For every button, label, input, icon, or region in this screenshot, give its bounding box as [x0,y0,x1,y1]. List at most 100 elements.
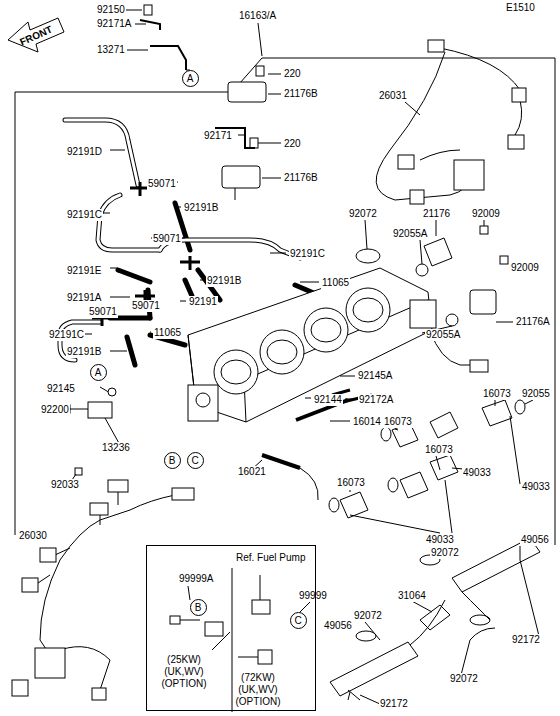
leader-line [238,74,281,178]
callout-number: 92191B [206,275,242,287]
callout-number: 49056 [520,534,550,546]
callout-number: 92191A [66,292,102,304]
bracket [140,5,190,70]
callout-number: 92072 [348,208,378,220]
callout-number: 92191C [66,209,103,221]
callout-number: 49056 [323,620,353,632]
callout-number: 92072 [353,610,383,622]
callout-number: 92055A [425,329,461,341]
callout-number: 92191E [66,265,102,277]
callout-number: 92171 [203,130,233,142]
callout-number: 92150 [96,4,126,16]
reference-circle: C [187,452,204,469]
callout-number: 21176B [283,88,319,100]
reference-circle: B [190,599,207,616]
callout-number: 92072 [449,673,479,685]
reference-letter: B [169,455,176,466]
throttle-sensor [356,226,508,326]
leader-line [365,220,513,333]
callout-number: 92191B [66,346,102,358]
leader-line [405,102,420,115]
reference-letter: A [187,73,194,84]
reference-circle: B [164,452,181,469]
wire-harness [376,40,526,204]
inset-title: Ref. Fuel Pump [235,552,306,563]
reference-circle: C [290,612,307,629]
option-note: (25KW) (UK,WV) (OPTION) [155,654,213,690]
inset-box: Ref. Fuel PumpB C [146,545,316,711]
callout-number: 92055 [521,388,551,400]
callout-number: 11065 [321,277,350,289]
callout-number: 92191 [188,296,218,308]
callout-number: 26031 [378,90,408,102]
callout-number: 92055A [392,228,428,240]
throttle-body [188,268,436,500]
callout-number: 59071 [131,300,161,312]
clamp [356,631,376,641]
callout-number: 16014 [352,416,382,428]
leader-line [350,400,533,533]
callout-number: 92145 [46,383,76,395]
callout-number: 92171A [96,18,132,30]
small-part [62,388,116,475]
option-note: (72KW) (UK,WV) (OPTION) [229,672,287,708]
callout-number: 21176A [515,316,551,328]
callout-number: 59071 [88,306,118,318]
callout-number: 92072 [430,547,460,559]
callout-number: 92172A [358,394,394,406]
callout-number: 49033 [425,534,455,546]
inset-divider [232,568,233,712]
callout-number: 92144 [313,394,343,406]
callout-number: 49033 [521,481,551,493]
leader-line [100,376,356,471]
leader-line [126,10,148,50]
callout-number: 31064 [397,590,427,602]
callout-number: 21176 [422,208,451,220]
reference-circle: A [182,70,199,87]
callout-number: 13236 [101,442,131,454]
reference-circle: A [90,364,107,381]
callout-number: 16073 [383,416,413,428]
injector [329,400,525,518]
note-text: E1510 [505,2,536,14]
reference-letter: B [195,602,202,613]
callout-number: 59071 [147,178,177,190]
front-arrow [8,18,64,52]
callout-number: 16073 [482,388,512,400]
reference-letter: C [191,455,198,466]
reference-letter: A [95,367,102,378]
fuel-rail [330,538,540,696]
callout-number: 220 [283,138,302,150]
callout-number: 16163/A [238,10,277,22]
callout-number: 16073 [336,477,366,489]
callout-number: 59071 [152,233,182,245]
connector [470,360,488,372]
callout-number: 92172 [511,634,541,646]
clamp [470,615,490,625]
callout-number: 92191C [289,248,326,260]
callout-number: 26030 [18,530,48,542]
callout-number: 16073 [424,444,454,456]
callout-number: 92200 [40,404,70,416]
callout-number: 92009 [510,262,540,274]
callout-number: 99999 [298,590,328,602]
callout-number: 92009 [471,208,501,220]
callout-number: 13271 [96,44,126,56]
callout-number: 92191B [183,202,219,214]
callout-number: 92191C [48,329,85,341]
callout-number: 92145A [357,370,393,382]
leader-line [258,23,262,56]
callout-number: 220 [283,68,302,80]
callout-number: 99999A [178,573,214,585]
callout-number: 49033 [462,467,492,479]
callout-number: 21176B [283,172,319,184]
callout-number: 92033 [50,479,80,491]
callout-number: 92191D [66,146,103,158]
resistor-plug [170,575,272,664]
leader-line [348,546,540,704]
callout-number: 16021 [237,466,267,478]
callout-number: 11065 [153,327,182,339]
assembly-frame [15,58,555,545]
